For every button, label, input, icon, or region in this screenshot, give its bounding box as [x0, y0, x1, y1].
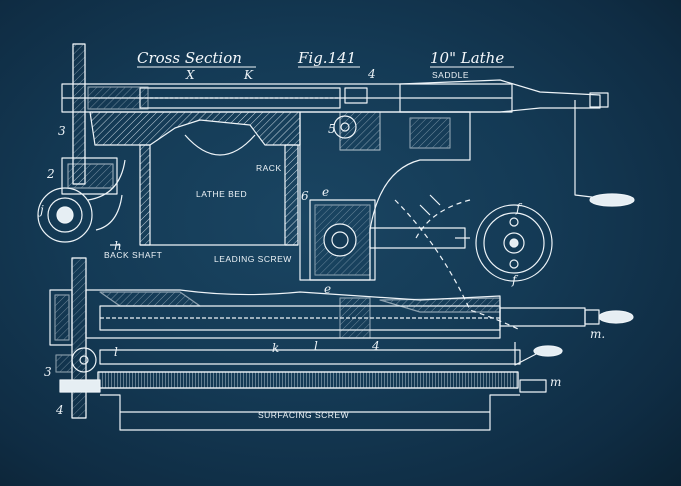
leading-screw-box [309, 199, 376, 281]
bed-casting-top [89, 111, 301, 146]
marker-l-mid: l [314, 339, 318, 353]
surfacing-screw-label: SURFACING SCREW [258, 410, 349, 420]
leading-screw-label: LEADING SCREW [214, 254, 292, 264]
bottom-section [49, 257, 634, 431]
marker-l-left: l [114, 345, 118, 359]
right-handle [598, 310, 634, 324]
bed-arch [184, 134, 256, 156]
title-group: Cross Section Fig.141 10" Lathe [137, 49, 514, 68]
back-bearing [61, 157, 118, 195]
shaft-extension [499, 307, 586, 327]
marker-e-top: e [322, 185, 329, 199]
back-shaft-label: BACK SHAFT [104, 250, 162, 260]
worm-shaft [369, 227, 466, 249]
marker-x: X [185, 68, 195, 82]
reference-markers: X K 4 3 2 j h 5 6 e e f f k l 4 m. 3 l m… [37, 67, 605, 417]
rod-upper [99, 349, 521, 365]
marker-f-bottom: f [511, 273, 519, 287]
crank-arm [574, 100, 601, 199]
marker-e-bottom: e [324, 282, 331, 296]
cross-section-title: Cross Section [137, 49, 242, 67]
lathe-title: 10" Lathe [430, 49, 504, 67]
figure-title: Fig.141 [297, 49, 356, 67]
marker-f-top: f [515, 201, 523, 215]
marker-h: h [114, 239, 122, 253]
marker-4-bottom: 4 [55, 403, 64, 417]
crank-handle [589, 193, 635, 207]
surfacing-screw-thread [97, 371, 519, 389]
marker-m-mid: m. [590, 327, 605, 341]
bed-rail [85, 289, 501, 339]
top-section [37, 43, 635, 331]
back-shaft-gear [37, 187, 93, 243]
marker-4-top: 4 [367, 67, 376, 81]
marker-m-bottom: m [550, 375, 561, 389]
saddle-label: SADDLE [432, 70, 469, 80]
marker-k-top: K [243, 68, 254, 82]
marker-5: 5 [328, 122, 336, 136]
saddle-clamp [344, 87, 368, 104]
clutch-disc [475, 204, 553, 282]
marker-3-bottom: 3 [44, 365, 52, 379]
saddle-body [399, 79, 601, 113]
marker-j: j [37, 203, 44, 217]
bed-lower-outline [100, 394, 520, 431]
marker-6: 6 [301, 189, 309, 203]
component-labels: SADDLE RACK LATHE BED LEADING SCREW BACK… [104, 70, 469, 420]
lathe-bed-label: LATHE BED [196, 189, 247, 199]
marker-2: 2 [46, 167, 55, 181]
rack-label: RACK [256, 163, 282, 173]
screw-end-nut [589, 92, 609, 108]
lever-arm [514, 342, 541, 366]
marker-k-bottom: k [272, 341, 279, 355]
screw-end-cap [519, 379, 547, 393]
marker-3-top: 3 [58, 124, 66, 138]
marker-4-mid: 4 [371, 339, 380, 353]
